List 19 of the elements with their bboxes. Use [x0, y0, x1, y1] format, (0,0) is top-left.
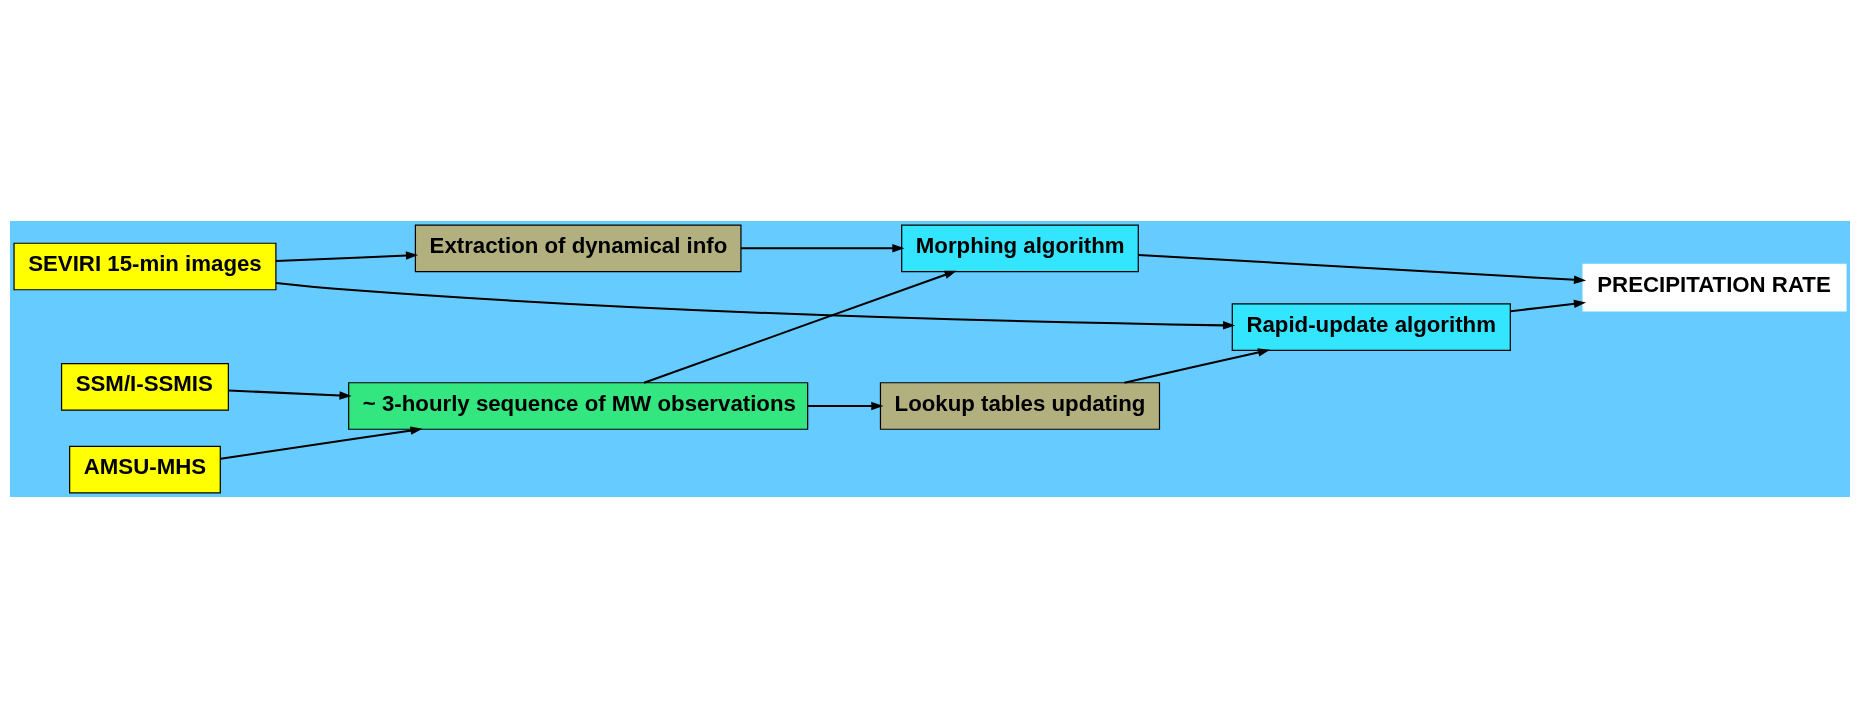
node-box: Rapid-update algorithm [1231, 303, 1511, 351]
arrow [643, 270, 957, 384]
node-box: Lookup tables updating [879, 382, 1161, 430]
arrow [741, 244, 905, 253]
node-box: PRECIPITATION RATE [1582, 263, 1847, 312]
arrow [1510, 299, 1587, 313]
arrow [807, 401, 884, 411]
arrow [276, 281, 1236, 330]
node-box: Extraction of dynamical info [414, 224, 742, 273]
arrow [228, 389, 352, 400]
node-box: SEVIRI 15-min images [13, 242, 277, 291]
node-box: Morphing algorithm [901, 224, 1139, 273]
arrow [220, 426, 423, 460]
node-box: ~ 3-hourly sequence of MW observations [348, 382, 809, 430]
arrow [1124, 348, 1271, 384]
arrow [1138, 254, 1587, 285]
node-box: SSM/I-SSMIS [60, 362, 229, 411]
node-box: AMSU-MHS [69, 445, 221, 494]
arrow [275, 251, 419, 262]
